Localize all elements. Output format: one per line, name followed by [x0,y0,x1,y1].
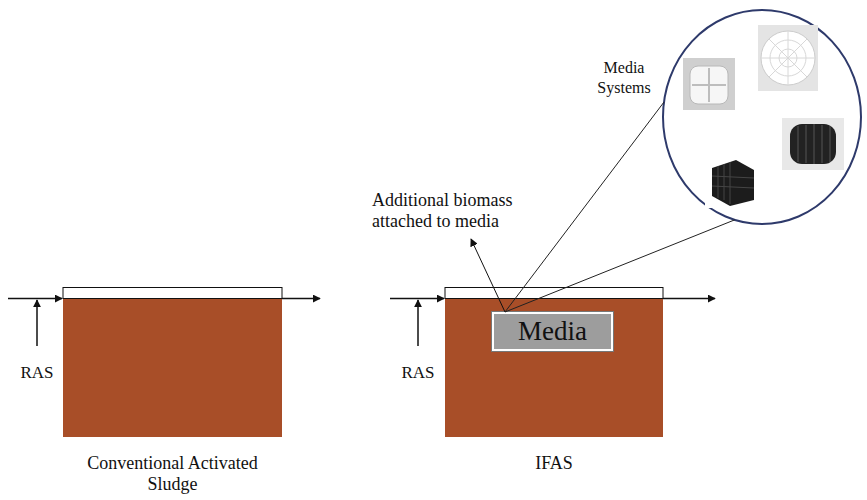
callout-title: Media Systems [592,58,656,98]
aeration-tank: Conventional Activated Sludge [63,299,282,437]
tank-rim [445,288,663,299]
tank-caption: IFAS [454,453,654,474]
callout-line [505,102,664,312]
media-photo [705,152,760,208]
ifas-tank: IFASMedia [445,299,663,437]
callout-circle [662,9,862,225]
ras-label: RAS [17,362,57,383]
media-photo [683,58,735,110]
media-systems-circle: Media Systems [662,9,862,225]
tank-caption: Conventional Activated Sludge [73,453,273,495]
outflow-arrow [282,298,320,300]
ras-label: RAS [398,362,438,383]
tank-rim [63,288,282,299]
ras-arrow [417,300,419,346]
inflow-arrow [390,298,444,300]
media-label: Media [518,316,587,347]
callout-circle [663,10,861,224]
outflow-arrow [663,298,715,300]
callout-label: Additional biomass attached to media [372,190,527,232]
ras-arrow [36,300,38,346]
media-photo [782,118,844,170]
media-photo [758,25,818,91]
inflow-arrow [8,298,62,300]
media-box: Media [492,312,613,351]
